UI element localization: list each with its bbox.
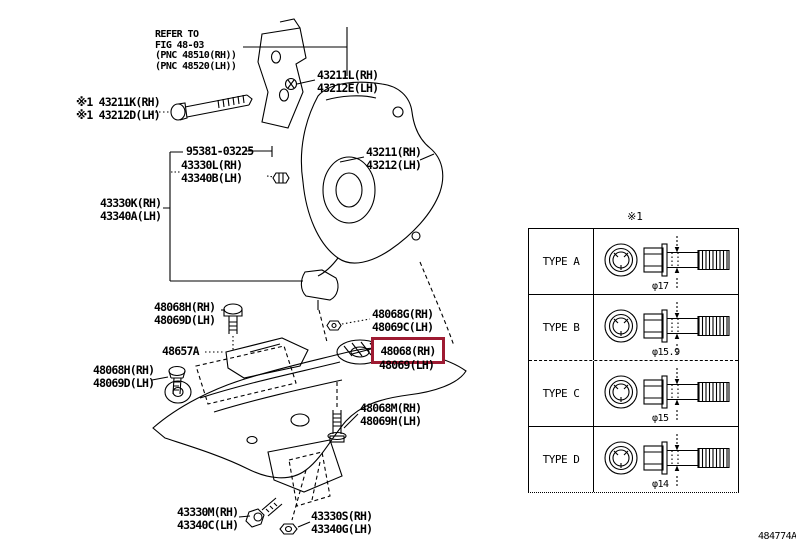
- knuckle-drawing: [300, 81, 444, 277]
- callout-arm-front-bolt[interactable]: 48068H(RH) 48069D(LH): [93, 363, 155, 390]
- arm-nut-icon: [326, 318, 371, 331]
- figure-code: 484774A: [758, 531, 796, 542]
- bolt-icon: [604, 366, 730, 421]
- bolt-type-image-cell: φ17: [594, 229, 738, 294]
- callout-knuckle-bolt[interactable]: ※1 43211K(RH) ※1 43212D(LH): [76, 95, 161, 122]
- bolt-type-label: TYPE B: [529, 295, 594, 360]
- refer-note: REFER TO FIG 48-03 (PNC 48510(RH)) (PNC …: [155, 29, 237, 72]
- balljoint-mount-drawing: [267, 439, 343, 521]
- arm-rear-bolt-icon: [327, 382, 359, 443]
- bolt-type-label: TYPE D: [529, 427, 594, 492]
- callout-bracket-bolt[interactable]: 48068H(RH) 48069D(LH): [154, 300, 216, 327]
- selected-part-highlight[interactable]: 48068(RH): [371, 337, 445, 364]
- callout-knuckle[interactable]: 43211(RH) 43212(LH): [366, 145, 422, 172]
- bracket-bolt-icon: [221, 303, 243, 351]
- bolt-diameter-label: φ15: [652, 413, 669, 424]
- callout-balljoint-set-nut[interactable]: 43330S(RH) 43340G(LH): [311, 509, 373, 536]
- callout-bracket-lines: [163, 146, 303, 282]
- bolt-type-table: TYPE A φ17 TYPE B φ15.9 TYPE C φ15 TYPE …: [528, 228, 739, 493]
- callout-balljoint-nut[interactable]: 43330L(RH) 43340B(LH): [181, 158, 243, 185]
- bolt-type-label: TYPE A: [529, 229, 594, 294]
- bolt-type-row-c: TYPE C φ15: [529, 360, 738, 426]
- callout-balljoint[interactable]: 43330K(RH) 43340A(LH): [100, 196, 162, 223]
- bolt-diameter-label: φ17: [652, 281, 669, 292]
- bolt-type-label: TYPE C: [529, 361, 594, 426]
- callout-cotter-pin[interactable]: 95381-03225: [186, 144, 254, 158]
- bolt-icon: [604, 432, 730, 487]
- bolt-icon: [604, 234, 730, 289]
- callout-stabilizer-bracket[interactable]: 48657A: [162, 344, 200, 358]
- callout-arm-lh[interactable]: 48069(LH): [379, 358, 435, 372]
- bolt-type-image-cell: φ15.9: [594, 295, 738, 360]
- strut-bolt-icon: [284, 77, 316, 91]
- bolt-diameter-label: φ15.9: [652, 347, 680, 358]
- knuckle-bolt-icon: [151, 94, 253, 121]
- callout-arm-rear-bolt[interactable]: 48068M(RH) 48069H(LH): [360, 401, 422, 428]
- balljoint-set-bolt-icon: [238, 497, 283, 528]
- bolt-type-row-d: TYPE D φ14: [529, 426, 738, 492]
- table-ref-mark: ※1: [627, 210, 643, 223]
- callout-strut-bolt[interactable]: 43211L(RH) 43212E(LH): [317, 68, 379, 95]
- callout-arm-nut[interactable]: 48068G(RH) 48069C(LH): [372, 307, 434, 334]
- bolt-type-row-a: TYPE A φ17: [529, 229, 738, 294]
- selected-part-number: 48068(RH): [380, 343, 436, 358]
- arm-front-bolt-icon: [151, 365, 186, 395]
- bolt-diameter-label: φ14: [652, 479, 669, 490]
- bolt-type-image-cell: φ15: [594, 361, 738, 426]
- balljoint-drawing: [300, 261, 455, 347]
- strut-bracket-drawing: [257, 18, 307, 129]
- callout-balljoint-bolt[interactable]: 43330M(RH) 43340C(LH): [177, 505, 239, 532]
- stabilizer-bracket-drawing: [195, 337, 309, 405]
- bolt-type-row-b: TYPE B φ15.9: [529, 294, 738, 360]
- balljoint-set-nut-icon: [279, 521, 311, 535]
- bolt-type-image-cell: φ14: [594, 427, 738, 492]
- balljoint-nut-icon: [171, 171, 290, 184]
